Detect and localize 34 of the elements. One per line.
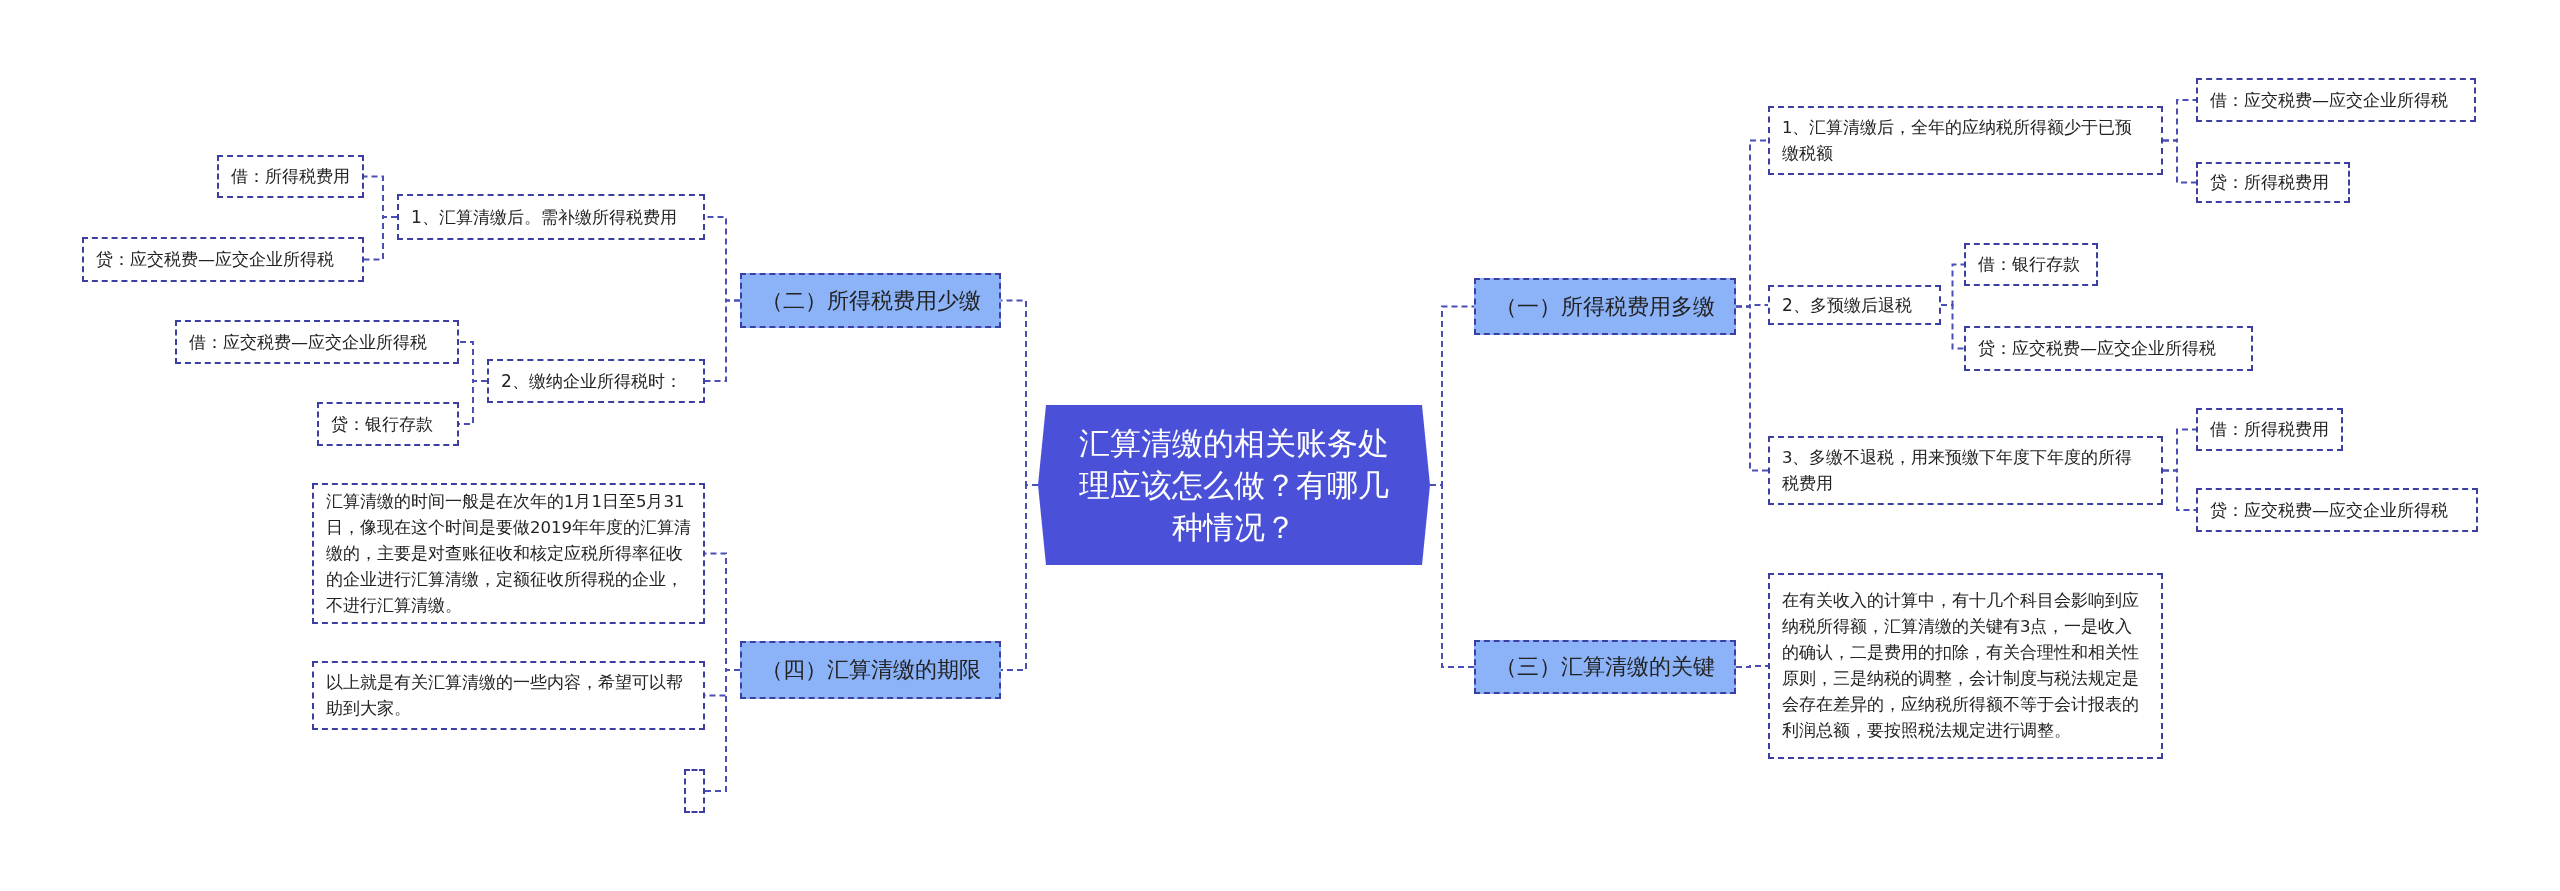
note-box: 在有关收入的计算中，有十几个科目会影响到应纳税所得额，汇算清缴的关键有3点，一是收入的确认，二是费用的扣除，有关合理性和相关性原则，三是纳税的调整，会计制度与税法规定是会存在差异的，应纳税所得额不等于会计报表的利润总额，要按照税法规定进行调整。 [1768,573,2163,759]
note-box: 以上就是有关汇算清缴的一些内容，希望可以帮助到大家。 [312,661,705,730]
connector-line [2162,469,2197,511]
connector-line [2162,139,2197,184]
connector-line [1940,304,1965,350]
connector-line [704,669,741,792]
topic-box: （三）汇算清缴的关键 [1474,640,1736,694]
entry-box: 借：所得税费用 [2196,408,2343,451]
entry-box: 1、汇算清缴后。需补缴所得税费用 [397,194,705,240]
entry-box: 2、多预缴后退税 [1768,285,1941,325]
empty-box [684,769,705,813]
entry-box: 贷：所得税费用 [2196,162,2350,203]
topic-box: （四）汇算清缴的期限 [740,641,1001,699]
topic-box: （二）所得税费用少缴 [740,273,1001,328]
entry-box: 借：应交税费—应交企业所得税 [2196,78,2476,122]
connector-line [1735,665,1769,668]
entry-box: 借：应交税费—应交企业所得税 [175,320,459,364]
entry-box: 贷：应交税费—应交企业所得税 [82,237,364,282]
note-box: 汇算清缴的时间一般是在次年的1月1日至5月31日，像现在这个时间是要做2019年年度的汇算清缴的，主要是对查账征收和核定应税所得率征收的企业进行汇算清缴，定额征收所得税的企业，不进行汇算清缴。 [312,483,705,624]
topic-title: 汇算清缴的相关账务处理应该怎么做？有哪几种情况？ [1078,424,1390,547]
connector-line [704,299,741,382]
entry-box: 借：所得税费用 [217,155,364,198]
note-box: 1、汇算清缴后，全年的应纳税所得额少于已预缴税额 [1768,106,2163,175]
connector-line [1429,484,1475,668]
topic-box: （一）所得税费用多缴 [1474,278,1736,335]
central-topic [1038,405,1430,565]
entry-box: 贷：应交税费—应交企业所得税 [2196,488,2478,532]
note-box: 3、多缴不退税，用来预缴下年度下年度的所得税费用 [1768,436,2163,505]
entry-box: 借：银行存款 [1964,243,2098,286]
connector-line [1735,305,1769,472]
connector-line [363,216,398,261]
entry-box: 贷：应交税费—应交企业所得税 [1964,326,2253,371]
entry-box: 2、缴纳企业所得税时： [487,359,705,403]
entry-box: 贷：银行存款 [317,402,459,446]
